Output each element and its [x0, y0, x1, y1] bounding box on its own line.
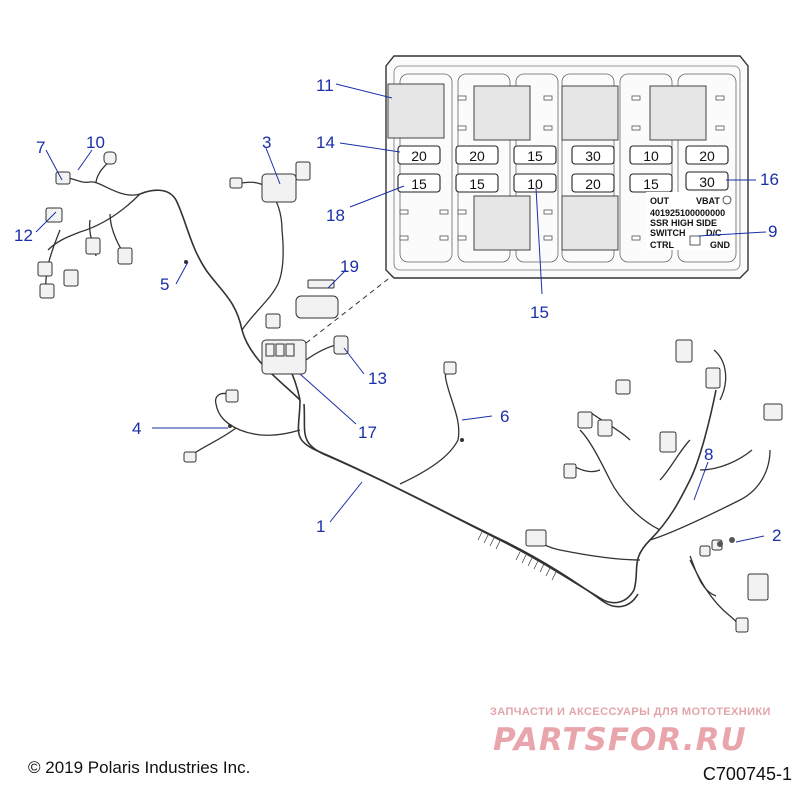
watermark-tagline: ЗАПЧАСТИ И АКСЕССУАРЫ ДЛЯ МОТОТЕХНИКИ [490, 706, 771, 718]
relay-vbat-label: VBAT [696, 196, 720, 206]
callout-3: 3 [262, 133, 271, 152]
fuse-value: 20 [585, 176, 601, 192]
relay-19 [295, 295, 339, 319]
watermark-brand: PARTSFOR.RU [493, 722, 747, 758]
relay-line-2: SSR HIGH SIDE [650, 218, 717, 228]
projection-line [291, 275, 393, 355]
main-harness [297, 339, 783, 633]
callout-5: 5 [160, 275, 169, 294]
callout-11: 11 [316, 76, 334, 95]
callout-18: 18 [326, 206, 345, 225]
front-harness [37, 151, 311, 401]
relay-gnd-label: GND [710, 240, 731, 250]
figure-id: C700745-1 [702, 764, 792, 784]
callout-10: 10 [86, 133, 105, 152]
relay-out-label: OUT [650, 196, 670, 206]
relay-block [473, 195, 531, 251]
fuse-box-detail: 20 20 15 30 10 20 15 15 10 20 15 30 OUT … [385, 55, 749, 279]
callout-15: 15 [530, 303, 549, 322]
relay-line-3: SWITCH [650, 228, 686, 238]
fuse-value: 15 [411, 176, 427, 192]
ssr-relay-label: OUT VBAT 401925100000000 SSR HIGH SIDE S… [646, 192, 734, 250]
callout-4: 4 [132, 419, 141, 438]
callout-17: 17 [358, 423, 377, 442]
callout-2: 2 [772, 526, 781, 545]
relay-block [649, 85, 707, 141]
callout-16: 16 [760, 170, 779, 189]
callout-19: 19 [340, 257, 359, 276]
callout-7: 7 [36, 138, 45, 157]
fuse-value: 30 [585, 148, 601, 164]
fuse-value: 20 [469, 148, 485, 164]
callouts: 11 14 18 15 16 9 3 10 7 12 5 19 13 17 4 … [14, 76, 781, 545]
relay-block [561, 85, 619, 141]
callout-6: 6 [500, 407, 509, 426]
relay-part-number: 401925100000000 [650, 208, 725, 218]
callout-1: 1 [316, 517, 325, 536]
relay-block [561, 195, 619, 251]
copyright-notice: © 2019 Polaris Industries Inc. [28, 758, 251, 777]
center-harness [183, 260, 464, 485]
relay-dc-label: D/C [706, 228, 722, 238]
relay-ctrl-label: CTRL [650, 240, 674, 250]
fuse-value: 30 [699, 174, 715, 190]
callout-13: 13 [368, 369, 387, 388]
fuse-value: 20 [411, 148, 427, 164]
leader-lines [35, 83, 767, 543]
fuse-value: 15 [527, 148, 543, 164]
callout-12: 12 [14, 226, 33, 245]
fuse-value: 15 [469, 176, 485, 192]
callout-14: 14 [316, 133, 335, 152]
fuse-value: 15 [643, 176, 659, 192]
fuse-value: 10 [527, 176, 543, 192]
relay-block [473, 85, 531, 141]
callout-9: 9 [768, 222, 777, 241]
callout-8: 8 [704, 445, 713, 464]
fuse-value: 20 [699, 148, 715, 164]
relay-block [387, 83, 445, 139]
label-19 [307, 279, 335, 289]
fuse-value: 10 [643, 148, 659, 164]
